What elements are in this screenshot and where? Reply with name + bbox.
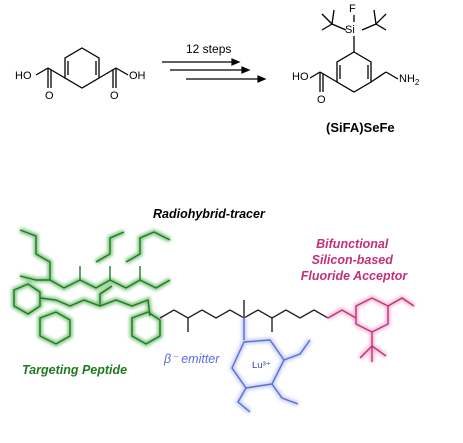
linker-carbonyls — [187, 300, 273, 332]
metal-ion-label: Lu³⁺ — [252, 360, 271, 371]
atom-ho-left: HO — [15, 70, 32, 82]
product-name: (SiFA)SeFe — [326, 120, 395, 135]
sifa-moiety-structure — [326, 295, 416, 362]
beta-emitter-label: β⁻ emitter — [163, 352, 220, 366]
atom-o-left: O — [45, 90, 54, 102]
atom-nh2: NH2 — [399, 73, 420, 87]
tracer-title: Radiohybrid-tracer — [153, 207, 266, 221]
atom-o-right: O — [110, 90, 119, 102]
atom-f: F — [349, 3, 356, 15]
dota-chelator-structure — [229, 318, 313, 414]
sifa-label: Bifunctional Silicon-based Fluoride Acce… — [301, 237, 409, 283]
isophthalic-acid-structure — [35, 47, 129, 89]
steps-label: 12 steps — [186, 42, 231, 56]
atom-oh-right: OH — [129, 70, 146, 82]
targeting-peptide-label: Targeting Peptide — [22, 363, 127, 377]
atom-o-product: O — [317, 94, 326, 106]
targeting-peptide-structure — [11, 227, 172, 347]
atom-ho-product: HO — [292, 71, 309, 83]
atom-si: Si — [345, 24, 355, 36]
reaction-arrows — [162, 58, 267, 83]
sifa-product-structure — [309, 9, 399, 93]
